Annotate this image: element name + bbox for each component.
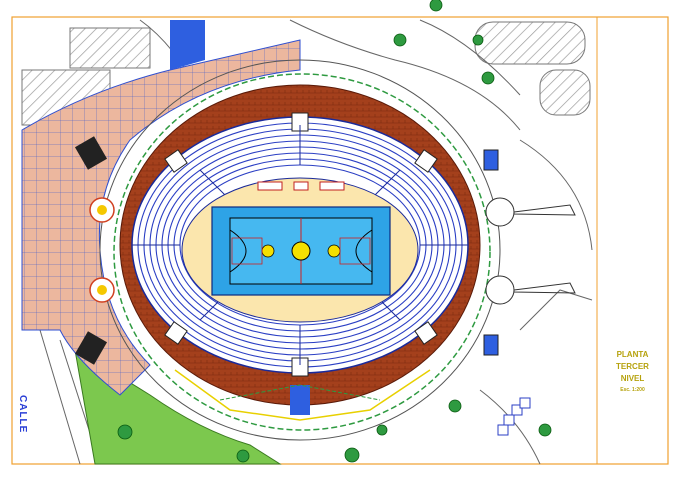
basketball-court xyxy=(211,206,391,296)
vomitory-blocks xyxy=(164,112,499,377)
street-label: CALLE xyxy=(17,395,28,434)
outer-ring xyxy=(99,59,501,441)
aisle-lines xyxy=(132,125,468,365)
trees xyxy=(117,0,552,463)
entry-plaza xyxy=(21,39,301,396)
south-entry-edge xyxy=(174,369,431,421)
title-line-2: TERCER xyxy=(616,362,649,371)
title-line-1: PLANTA xyxy=(616,350,649,359)
team-benches xyxy=(257,181,345,191)
entry-structures xyxy=(74,136,310,415)
plaza-blue-zone xyxy=(170,20,205,70)
title-scale: Esc. 1:200 xyxy=(620,387,645,393)
south-entry-walk xyxy=(219,384,381,401)
site-roads xyxy=(39,19,593,465)
title-block: PLANTA TERCER NIVEL Esc. 1:200 xyxy=(597,17,668,464)
parking-lot-northeast xyxy=(474,21,591,116)
parking-bays xyxy=(497,397,531,436)
stair-cores xyxy=(89,197,576,305)
title-line-3: NIVEL xyxy=(620,374,645,383)
drawing-frame xyxy=(11,16,669,465)
